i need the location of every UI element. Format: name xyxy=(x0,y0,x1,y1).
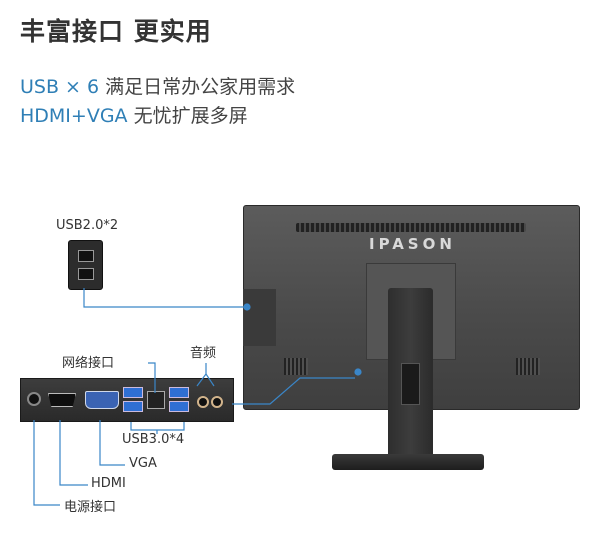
power-label: 电源接口 xyxy=(64,500,117,515)
hdmi-leader xyxy=(59,420,88,486)
strip-leader xyxy=(232,377,355,405)
stand-neck xyxy=(388,288,433,458)
audio-leader-2 xyxy=(205,373,215,387)
subtitle-video: HDMI+VGA 无忧扩展多屏 xyxy=(20,101,248,128)
subtitle-video-accent: HDMI+VGA xyxy=(20,105,128,127)
usb3-bracket xyxy=(130,422,185,431)
usb3-port xyxy=(123,387,143,398)
audio-label: 音频 xyxy=(190,346,217,361)
usb2-port xyxy=(78,250,94,262)
vga-leader xyxy=(99,420,125,466)
usb2-port xyxy=(78,268,94,280)
left-vent xyxy=(284,358,308,375)
usb2-label: USB2.0*2 xyxy=(56,218,119,233)
power-port xyxy=(27,392,41,406)
usb3-port xyxy=(169,401,189,412)
side-usb-panel xyxy=(243,289,276,346)
strip-dot xyxy=(354,368,362,376)
usb2-dot xyxy=(243,303,251,311)
audio-jack xyxy=(211,396,223,408)
headline: 丰富接口 更实用 xyxy=(20,17,212,46)
vga-label: VGA xyxy=(129,456,157,471)
usb2-leader xyxy=(83,288,244,308)
network-label: 网络接口 xyxy=(62,356,115,371)
cable-slot xyxy=(401,363,420,405)
io-port-strip xyxy=(20,378,234,422)
brand-logo: IPASON xyxy=(369,235,456,253)
subtitle-video-rest: 无忧扩展多屏 xyxy=(127,105,248,127)
usb3-label: USB3.0*4 xyxy=(122,432,185,447)
subtitle-usb-rest: 满足日常办公家用需求 xyxy=(99,76,296,98)
subtitle-usb-accent: USB × 6 xyxy=(20,76,100,98)
usb2-port-closeup xyxy=(68,240,103,290)
hdmi-label: HDMI xyxy=(91,476,126,491)
right-vent xyxy=(516,358,540,375)
subtitle-usb: USB × 6 满足日常办公家用需求 xyxy=(20,72,295,99)
power-leader xyxy=(33,420,60,506)
top-vent xyxy=(296,223,526,232)
network-leader xyxy=(148,362,156,393)
stand-base xyxy=(332,454,484,470)
audio-jack xyxy=(197,396,209,408)
audio-leader xyxy=(196,363,207,387)
usb3-port xyxy=(123,401,143,412)
ethernet-port xyxy=(147,391,165,409)
usb3-port xyxy=(169,387,189,398)
vga-port xyxy=(85,391,119,409)
